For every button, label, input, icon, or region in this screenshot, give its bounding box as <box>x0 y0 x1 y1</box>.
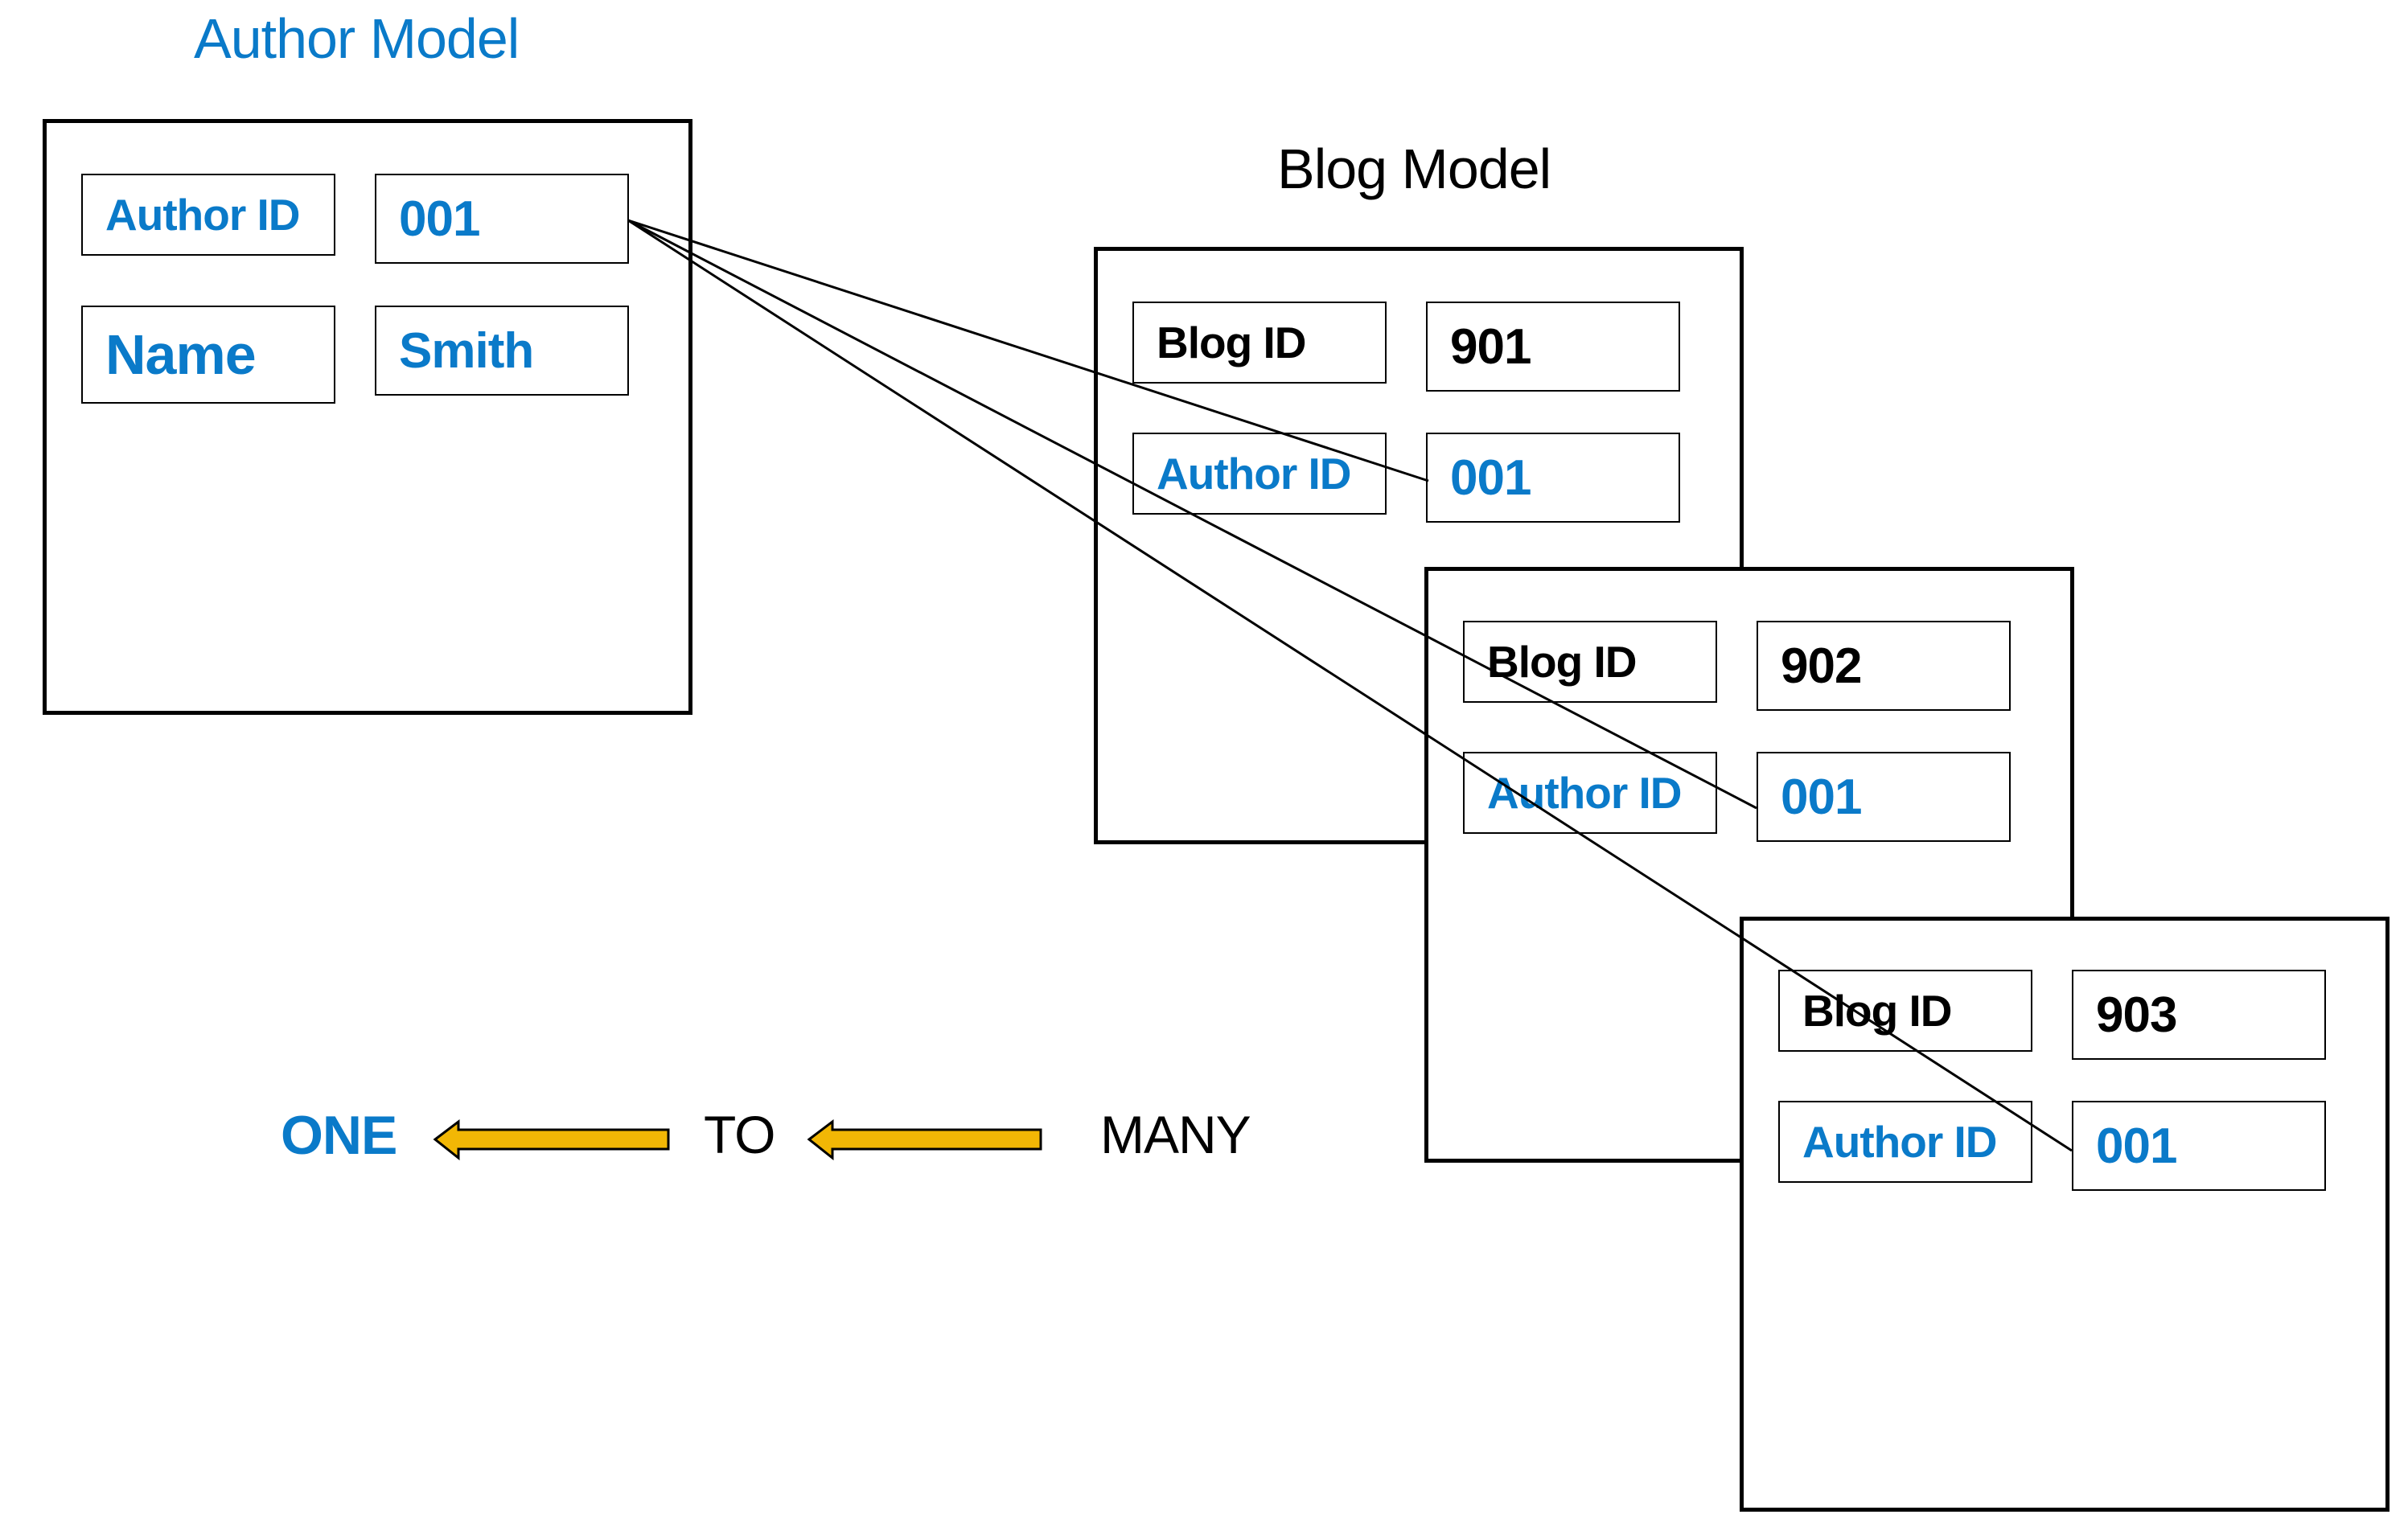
blog-id-value-text: 903 <box>2096 987 2177 1043</box>
blog-id-value: 903 <box>2072 970 2326 1060</box>
name-value: Smith <box>375 306 629 396</box>
left-arrow-icon <box>433 1118 670 1161</box>
blog-author-id-value: 001 <box>2072 1101 2326 1191</box>
legend-one: ONE <box>281 1105 397 1166</box>
blog-model-title: Blog Model <box>1277 137 1551 200</box>
name-label-text: Name <box>105 323 257 386</box>
author-id-value-text: 001 <box>399 191 480 247</box>
name-value-text: Smith <box>399 322 534 379</box>
author-model-title: Author Model <box>194 7 520 70</box>
left-arrow-icon <box>807 1118 1042 1161</box>
name-label: Name <box>81 306 335 404</box>
author-id-value: 001 <box>375 174 629 264</box>
author-id-label-text: Author ID <box>105 190 301 240</box>
author-id-label: Author ID <box>81 174 335 256</box>
legend-to: TO <box>704 1105 775 1164</box>
blog-author-id-value-text: 001 <box>2096 1118 2177 1174</box>
legend-many: MANY <box>1100 1105 1251 1164</box>
